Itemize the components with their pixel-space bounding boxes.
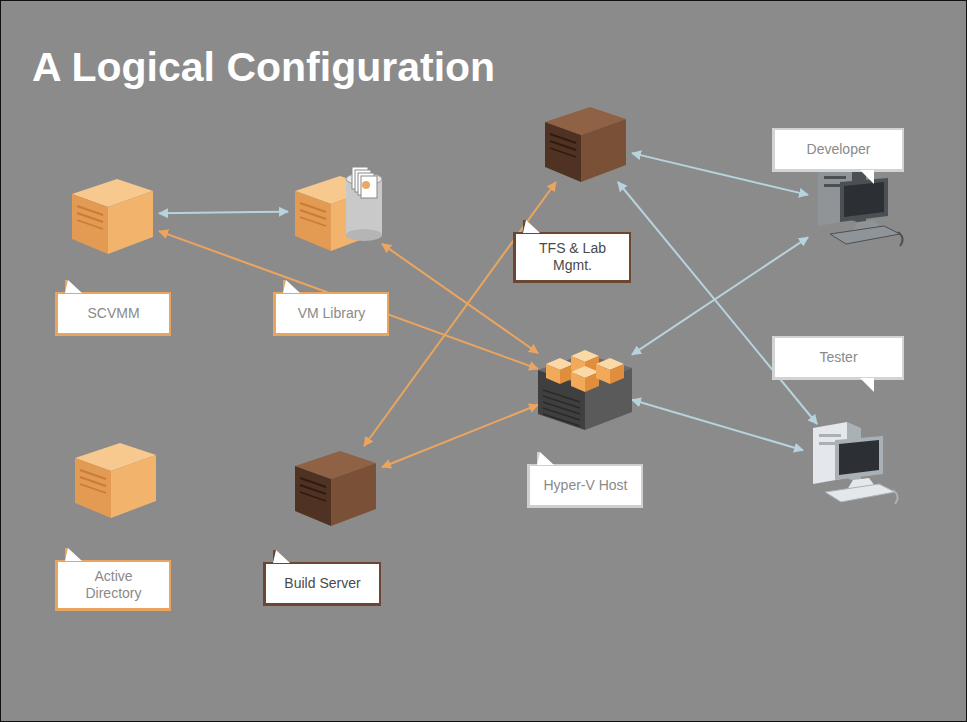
machine-icon	[57, 168, 167, 258]
node-label: TFS & Lab Mgmt.	[526, 240, 619, 274]
callout-label: Hyper-V Host	[527, 464, 643, 508]
callout-pointer	[860, 170, 874, 184]
callout-label: Active Directory	[55, 560, 171, 611]
callout-label: SCVMM	[55, 292, 171, 336]
callout-label: Developer	[772, 128, 904, 172]
node-label: Build Server	[284, 575, 360, 592]
callout-pointer	[523, 220, 540, 233]
server-node: VM Library	[273, 165, 390, 350]
callout-pointer	[65, 280, 82, 293]
callout-pointer	[273, 550, 290, 563]
callout-pointer	[283, 280, 300, 293]
machine-icon	[280, 165, 390, 255]
server-node: TFS & Lab Mgmt.	[513, 96, 640, 297]
callout-label: VM Library	[273, 292, 389, 336]
server-node: Hyper-V Host	[527, 340, 643, 522]
connector-arrow	[159, 212, 288, 214]
connector-arrow	[632, 400, 803, 450]
server-node: Build Server	[263, 440, 390, 620]
connector-arrow	[382, 405, 538, 467]
server-node: SCVMM	[55, 168, 171, 350]
node-label: VM Library	[298, 305, 366, 322]
node-label: Active Directory	[68, 568, 159, 602]
machine-icon	[530, 340, 640, 430]
server-node: Active Directory	[55, 432, 171, 625]
connector-arrow	[364, 182, 556, 446]
callout-label: Build Server	[263, 562, 381, 606]
machine-icon	[795, 418, 905, 508]
machine-icon	[530, 96, 640, 186]
node-label: Tester	[819, 349, 857, 366]
callout-label: Tester	[772, 336, 904, 380]
slide-title: A Logical Configuration	[32, 44, 495, 91]
node-label: SCVMM	[87, 305, 139, 322]
connector-arrow	[159, 231, 538, 369]
node-label: Hyper-V Host	[543, 477, 627, 494]
server-node: Tester	[772, 336, 905, 508]
callout-pointer	[65, 548, 82, 561]
node-label: Developer	[807, 141, 871, 158]
connector-arrow	[618, 182, 817, 424]
callout-label: TFS & Lab Mgmt.	[513, 232, 631, 283]
machine-icon	[800, 160, 910, 250]
server-node: Developer	[772, 128, 910, 250]
callout-pointer	[860, 378, 874, 392]
callout-pointer	[537, 452, 554, 465]
machine-icon	[60, 432, 170, 522]
machine-icon	[280, 440, 390, 530]
